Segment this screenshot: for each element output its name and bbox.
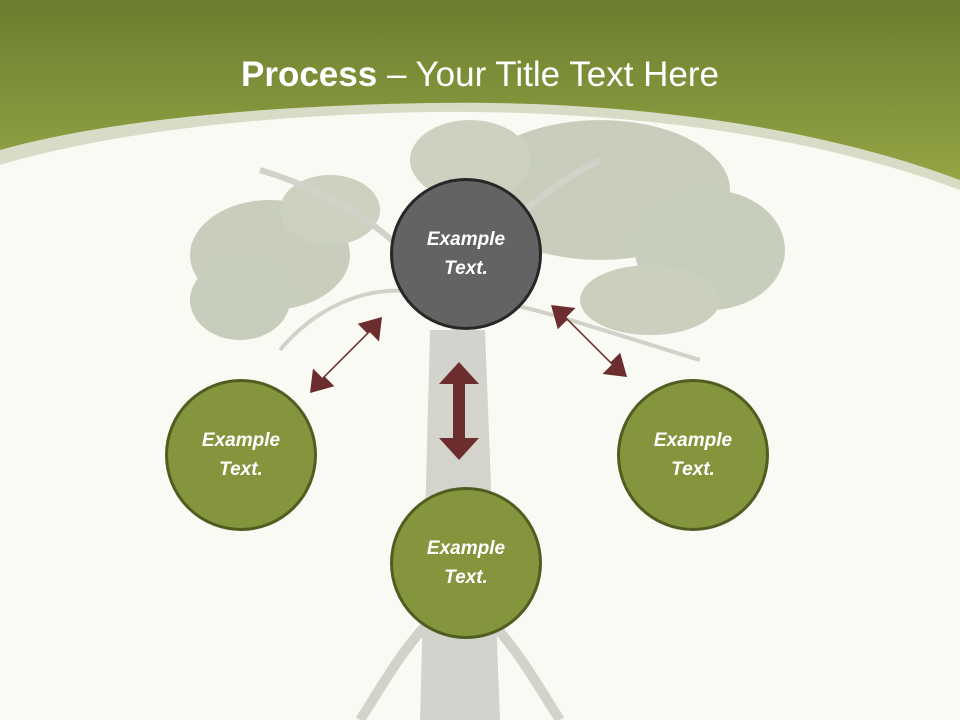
slide-title: Process – Your Title Text Here (0, 52, 960, 98)
arrow-vertical (439, 362, 479, 460)
node-line2: Text. (219, 459, 263, 480)
node-line2: Text. (444, 567, 488, 588)
header-band (0, 0, 960, 190)
process-node-bottom: Example Text. (390, 487, 542, 639)
node-line1: Example (653, 430, 733, 451)
arrow-left-diagonal (310, 317, 382, 393)
process-node-right: Example Text. (617, 379, 769, 531)
node-line1: Example (201, 430, 281, 451)
process-node-left: Example Text. (165, 379, 317, 531)
node-line1: Example (426, 538, 506, 559)
node-line2: Text. (444, 258, 488, 279)
node-line1: Example (426, 229, 506, 250)
title-bold: Process (241, 55, 378, 94)
node-line2: Text. (671, 459, 715, 480)
process-node-center: Example Text. (390, 178, 542, 330)
arrow-right-diagonal (551, 305, 627, 377)
title-rest: – Your Title Text Here (377, 55, 719, 94)
